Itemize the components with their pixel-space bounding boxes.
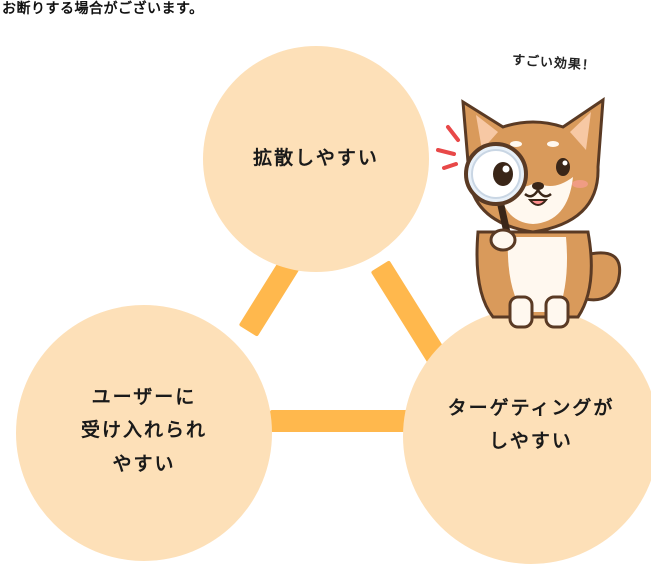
- node-top: 拡散しやすい: [203, 46, 429, 272]
- node-left-label-line: 受け入れられ: [80, 419, 207, 442]
- node-right-label-line: ターゲティングが: [447, 396, 615, 419]
- node-left-label-line: やすい: [112, 452, 176, 475]
- node-right-label: ターゲティングが しやすい: [448, 392, 615, 459]
- shiba-dog-icon: [436, 97, 621, 329]
- node-right: ターゲティングが しやすい: [403, 308, 651, 564]
- connector-bottom: [270, 410, 415, 432]
- node-left-label-line: ユーザーに: [91, 386, 197, 409]
- node-top-label-line: 拡散しやすい: [253, 147, 379, 170]
- node-left-label: ユーザーに 受け入れられ やすい: [81, 381, 207, 481]
- node-right-label-line: しやすい: [489, 430, 573, 452]
- node-top-label: 拡散しやすい: [253, 142, 379, 175]
- node-left: ユーザーに 受け入れられ やすい: [16, 305, 272, 561]
- callout-text: すごい効果！: [511, 53, 597, 74]
- header-text: お断りする場合がございます。: [2, 1, 204, 17]
